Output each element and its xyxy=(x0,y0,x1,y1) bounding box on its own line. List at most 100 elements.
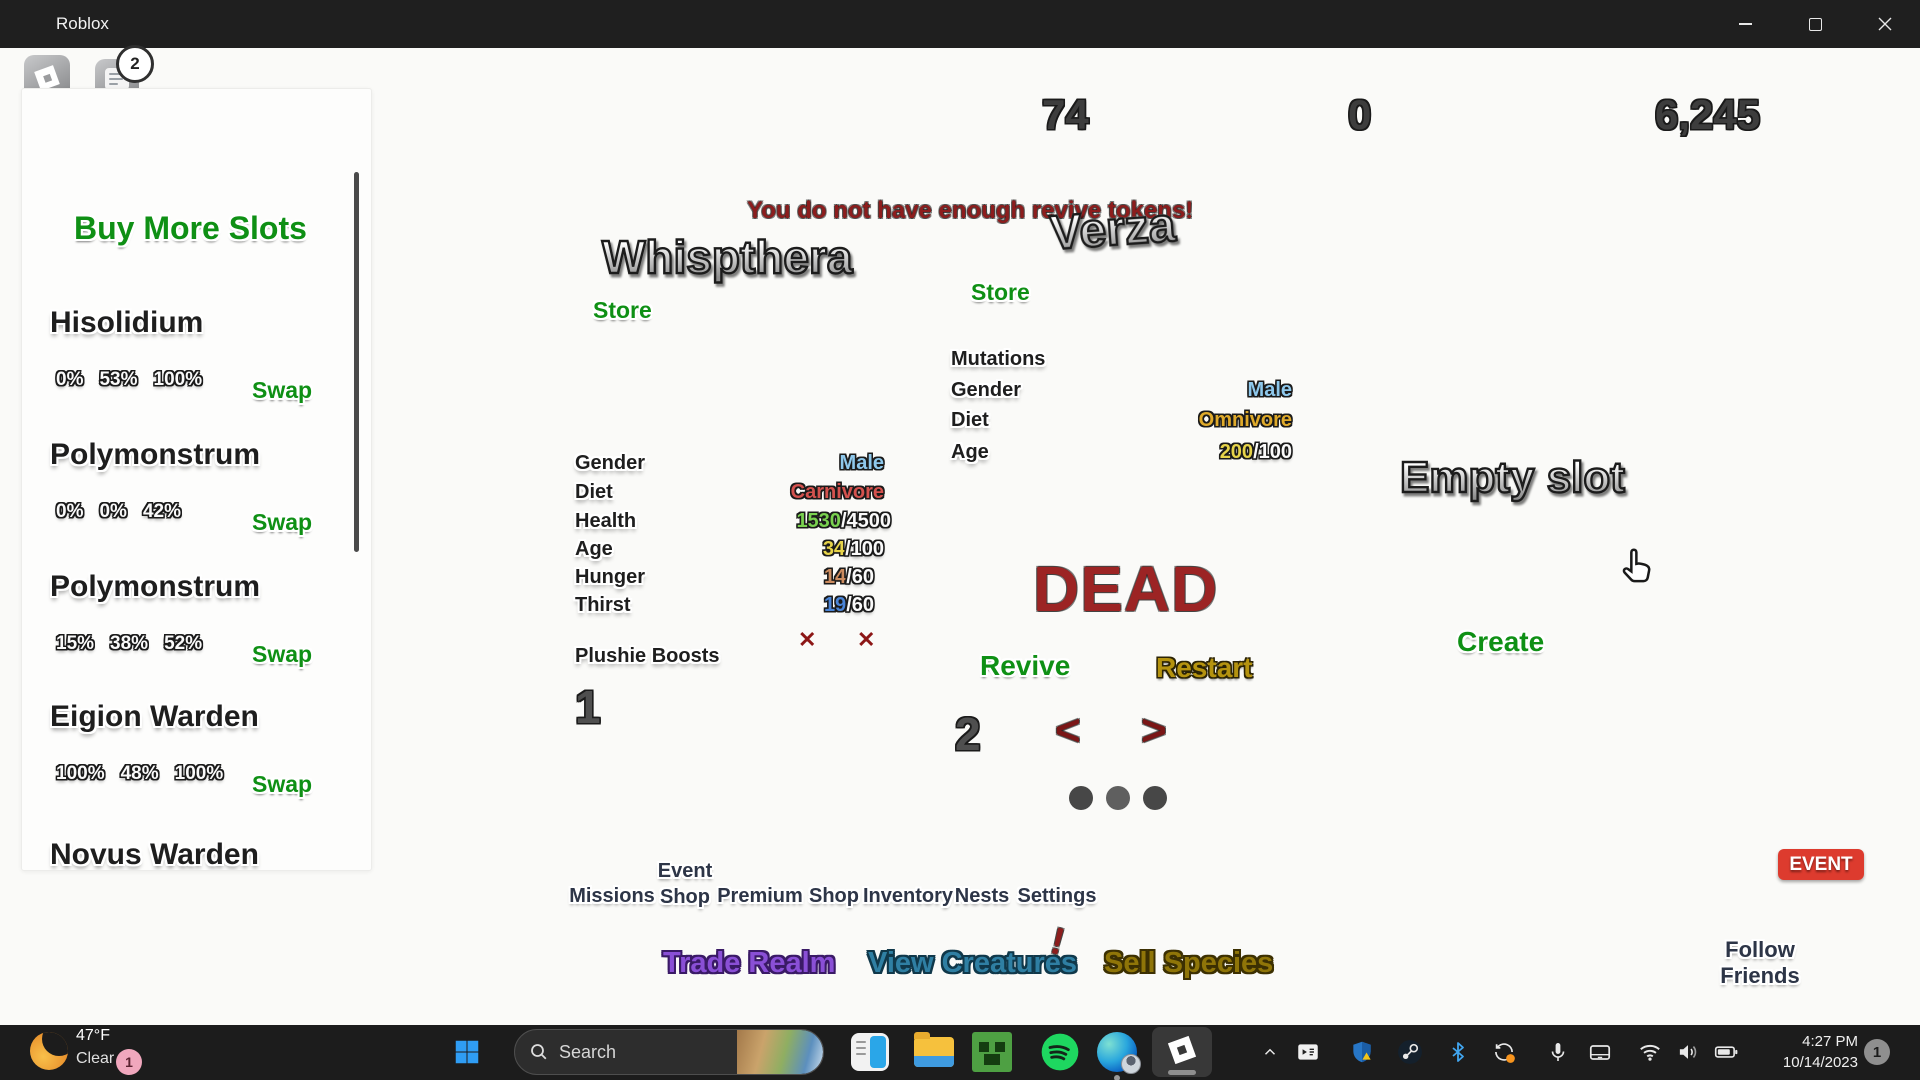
creature-title-right: Verza xyxy=(1047,197,1178,261)
titlebar: Roblox xyxy=(0,0,1920,48)
view-creatures-button[interactable]: View Creatures xyxy=(868,947,1078,979)
follow-friends-button-line2[interactable]: Friends xyxy=(1720,963,1800,988)
percent-1: 0% xyxy=(56,501,84,522)
cursor-icon xyxy=(1622,548,1651,583)
creature-name: Hisolidium xyxy=(50,306,204,339)
event-button[interactable]: EVENT xyxy=(1778,849,1864,880)
weather-temp[interactable]: 47°F xyxy=(76,1027,110,1044)
menu-premium[interactable]: Premium xyxy=(717,885,803,907)
percent-3: 100% xyxy=(174,763,224,784)
stat-percentages: 0% 53% 100% xyxy=(56,369,202,391)
volume-icon[interactable] xyxy=(1674,1038,1702,1066)
menu-settings[interactable]: Settings xyxy=(1017,885,1097,907)
edge-running-indicator xyxy=(1114,1075,1120,1080)
sell-species-button[interactable]: Sell Species xyxy=(1104,947,1274,979)
weather-condition[interactable]: Clear xyxy=(76,1050,115,1067)
roblox-logo-icon xyxy=(1167,1035,1197,1065)
media-player-icon[interactable] xyxy=(1294,1038,1322,1066)
taskbar-search[interactable]: Search xyxy=(514,1029,824,1075)
chevron-up-icon[interactable] xyxy=(1256,1038,1284,1066)
steam-icon[interactable] xyxy=(1396,1038,1424,1066)
close-button[interactable] xyxy=(1852,0,1918,48)
create-button[interactable]: Create xyxy=(1457,626,1545,657)
microphone-icon[interactable] xyxy=(1544,1038,1572,1066)
percent-1: 15% xyxy=(56,633,95,654)
creature-entry[interactable]: Polymonstrum 0% 0% 42% Swap xyxy=(22,439,371,569)
swap-button[interactable]: Swap xyxy=(252,377,313,403)
bluetooth-icon[interactable] xyxy=(1444,1038,1472,1066)
creature-entry[interactable]: Novus Warden xyxy=(22,838,371,871)
creature-name: Novus Warden xyxy=(50,838,259,871)
stat-label: Health xyxy=(575,510,637,532)
stat-value: 14/60 xyxy=(823,566,874,588)
percent-3: 52% xyxy=(164,633,203,654)
touchpad-icon[interactable] xyxy=(1586,1038,1614,1066)
clock-time: 4:27 PM xyxy=(1802,1033,1858,1050)
creature-entry[interactable]: Hisolidium 0% 53% 100% Swap xyxy=(22,307,371,437)
swap-button[interactable]: Swap xyxy=(252,771,313,797)
creature-entry[interactable]: Polymonstrum 15% 38% 52% Swap xyxy=(22,571,371,701)
stat-value: Carnivore xyxy=(790,481,884,503)
pager-dot[interactable] xyxy=(1143,786,1167,810)
weather-moon-icon[interactable] xyxy=(30,1032,68,1070)
follow-friends-button[interactable]: Follow xyxy=(1725,937,1795,962)
swap-button[interactable]: Swap xyxy=(252,509,313,535)
sidebar-scrollbar[interactable] xyxy=(354,172,359,552)
creature-name: Polymonstrum xyxy=(50,438,261,471)
chat-badge: 2 xyxy=(116,45,154,83)
widgets-icon[interactable] xyxy=(851,1033,889,1071)
swap-button[interactable]: Swap xyxy=(252,641,313,667)
revive-button[interactable]: Revive xyxy=(980,650,1071,681)
stat-label: Age xyxy=(951,441,989,463)
stat-label: Age xyxy=(575,538,613,560)
spotify-icon[interactable] xyxy=(1040,1032,1080,1072)
stat-percentages: 15% 38% 52% xyxy=(56,633,202,655)
next-arrow-button[interactable]: > xyxy=(1141,706,1167,755)
menu-inventory[interactable]: Inventory xyxy=(862,885,954,907)
roblox-taskbar-button[interactable] xyxy=(1152,1027,1212,1077)
file-explorer-icon[interactable] xyxy=(914,1032,954,1067)
percent-2: 48% xyxy=(120,763,159,784)
search-highlight-image xyxy=(737,1030,823,1074)
minimize-button[interactable] xyxy=(1712,0,1778,48)
percent-2: 53% xyxy=(99,369,138,390)
trade-realm-button[interactable]: Trade Realm xyxy=(663,947,836,979)
windows-taskbar: 47°F Clear 1 Search xyxy=(0,1025,1920,1080)
prev-arrow-button[interactable]: < xyxy=(1055,706,1081,755)
menu-event-shop[interactable]: Event Shop xyxy=(657,860,713,908)
menu-shop[interactable]: Shop xyxy=(809,885,859,907)
maximize-button[interactable] xyxy=(1782,0,1848,48)
search-icon xyxy=(531,1044,547,1060)
stat-value: 19/60 xyxy=(823,594,874,616)
stat-label: Mutations xyxy=(951,348,1046,370)
sync-icon[interactable] xyxy=(1490,1038,1518,1066)
menu-missions[interactable]: Missions xyxy=(569,885,655,907)
pager-dot[interactable] xyxy=(1069,786,1093,810)
boost-x-icon: ✕ xyxy=(857,627,876,652)
taskbar-search-placeholder: Search xyxy=(559,1041,617,1062)
creature-entry[interactable]: Eigion Warden 100% 48% 100% Swap xyxy=(22,701,371,831)
percent-1: 100% xyxy=(56,763,105,784)
menu-nests[interactable]: Nests xyxy=(954,885,1010,907)
restart-button[interactable]: Restart xyxy=(1156,652,1253,683)
store-button-left[interactable]: Store xyxy=(593,297,652,323)
percent-3: 42% xyxy=(142,501,181,522)
stat-percentages: 0% 0% 42% xyxy=(56,501,181,523)
buy-more-slots-button[interactable]: Buy More Slots xyxy=(74,210,307,246)
roblox-logo-icon xyxy=(34,65,60,91)
creature-sidebar: Buy More Slots Hisolidium 0% 53% 100% Sw… xyxy=(21,88,372,871)
start-button[interactable] xyxy=(451,1036,483,1068)
slot-number-left: 1 xyxy=(575,681,601,733)
pager-dot[interactable] xyxy=(1106,786,1130,810)
wifi-icon[interactable] xyxy=(1636,1038,1664,1066)
battery-icon[interactable] xyxy=(1712,1038,1740,1066)
notification-badge[interactable]: 1 xyxy=(1864,1039,1890,1065)
weather-badge: 1 xyxy=(116,1049,142,1075)
store-button-right[interactable]: Store xyxy=(971,279,1030,305)
security-shield-icon[interactable] xyxy=(1348,1038,1376,1066)
percent-2: 38% xyxy=(110,633,149,654)
taskbar-clock[interactable]: 4:27 PM 10/14/2023 xyxy=(1728,1031,1858,1073)
minecraft-icon[interactable] xyxy=(972,1032,1012,1072)
edge-browser-icon[interactable] xyxy=(1097,1032,1141,1074)
